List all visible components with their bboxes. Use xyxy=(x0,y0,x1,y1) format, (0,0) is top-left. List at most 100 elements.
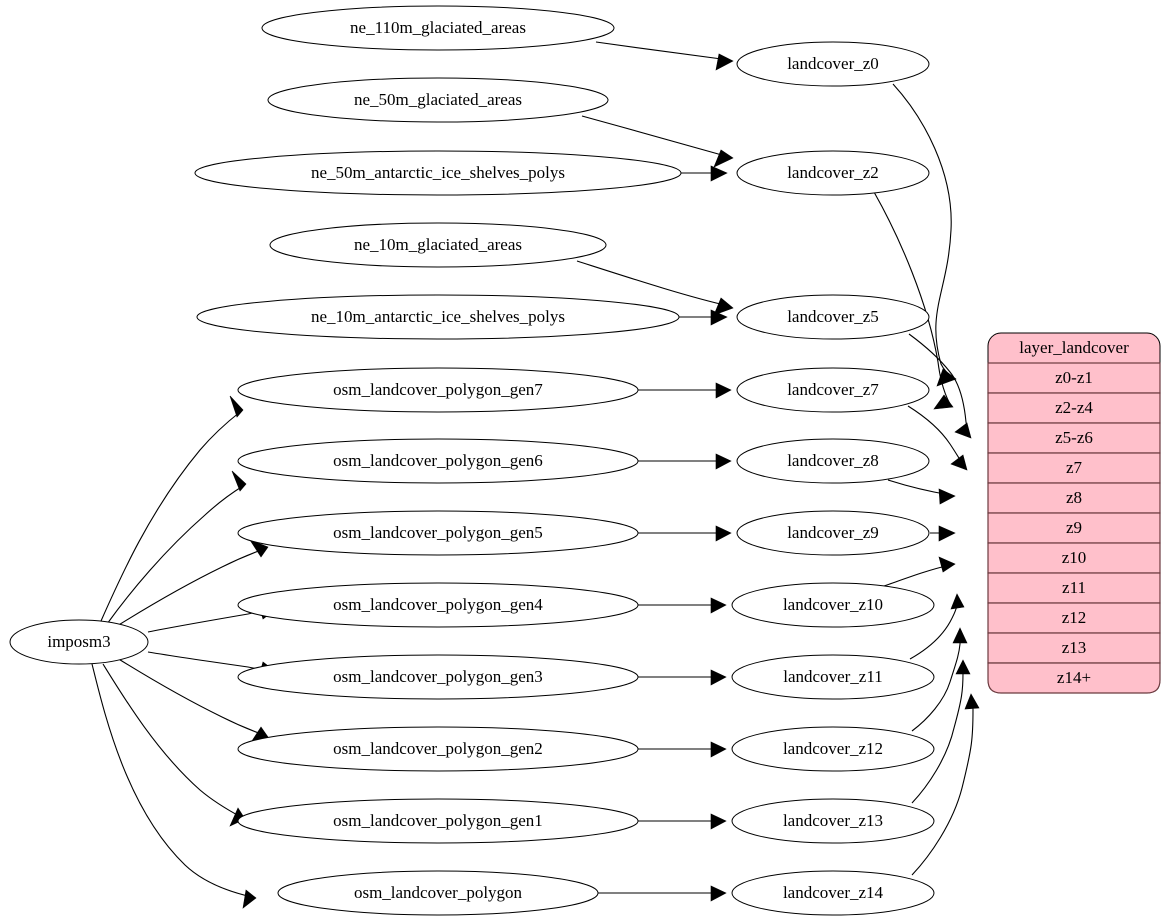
graph-node-landcover_z2[interactable]: landcover_z2 xyxy=(736,150,930,196)
arrowhead-icon xyxy=(710,165,728,182)
node-label: ne_50m_glaciated_areas xyxy=(354,90,522,109)
node-label: landcover_z13 xyxy=(783,811,883,830)
graph-edge xyxy=(637,741,727,758)
graph-node-landcover_z9[interactable]: landcover_z9 xyxy=(736,510,930,556)
table-row-label: z9 xyxy=(1066,518,1082,537)
graph-node-ne_50m_antarctic_ice_shelves_polys[interactable]: ne_50m_antarctic_ice_shelves_polys xyxy=(194,150,682,196)
graph-node-osm_landcover_polygon_gen5[interactable]: osm_landcover_polygon_gen5 xyxy=(237,510,639,556)
graph-node-osm_landcover_polygon_gen6[interactable]: osm_landcover_polygon_gen6 xyxy=(237,438,639,484)
edge-line xyxy=(883,564,951,587)
node-shape xyxy=(237,367,639,413)
graph-node-ne_10m_antarctic_ice_shelves_polys[interactable]: ne_10m_antarctic_ice_shelves_polys xyxy=(196,294,680,340)
table-row-cell xyxy=(987,362,1161,394)
table-row[interactable]: z8 xyxy=(987,482,1161,514)
table-row[interactable]: z11 xyxy=(987,572,1161,604)
graph-node-landcover_z7[interactable]: landcover_z7 xyxy=(736,367,930,413)
table-row-cell xyxy=(987,572,1161,604)
node-shape xyxy=(237,654,639,700)
graph-node-osm_landcover_polygon_gen3[interactable]: osm_landcover_polygon_gen3 xyxy=(237,654,639,700)
node-label: imposm3 xyxy=(47,632,110,651)
graph-edge xyxy=(638,453,732,470)
node-shape xyxy=(731,870,935,916)
node-label: osm_landcover_polygon_gen6 xyxy=(333,451,543,470)
graph-node-landcover_z5[interactable]: landcover_z5 xyxy=(736,294,930,340)
graph-edge xyxy=(907,405,968,471)
arrowhead-icon xyxy=(964,693,980,710)
node-label: landcover_z9 xyxy=(787,523,879,542)
arrowhead-icon xyxy=(229,395,244,418)
table-row-label: z8 xyxy=(1066,488,1082,507)
table-row[interactable]: z13 xyxy=(987,632,1161,664)
graph-node-ne_10m_glaciated_areas[interactable]: ne_10m_glaciated_areas xyxy=(269,222,607,268)
graph-node-osm_landcover_polygon_gen2[interactable]: osm_landcover_polygon_gen2 xyxy=(237,726,639,772)
graph-node-ne_110m_glaciated_areas[interactable]: ne_110m_glaciated_areas xyxy=(261,5,615,51)
graph-node-landcover_z8[interactable]: landcover_z8 xyxy=(736,438,930,484)
table-row[interactable]: z10 xyxy=(987,542,1161,574)
node-shape xyxy=(736,367,930,413)
graph-edge xyxy=(100,395,244,622)
graph-node-landcover_z10[interactable]: landcover_z10 xyxy=(731,582,935,628)
table-row-label: z7 xyxy=(1066,458,1083,477)
arrowhead-icon xyxy=(715,53,734,71)
node-shape xyxy=(731,654,935,700)
arrowhead-icon xyxy=(938,488,956,505)
graph-node-landcover_z12[interactable]: landcover_z12 xyxy=(731,726,935,772)
table-row[interactable]: z14+ xyxy=(987,662,1161,694)
node-shape xyxy=(194,150,682,196)
graph-node-osm_landcover_polygon_gen1[interactable]: osm_landcover_polygon_gen1 xyxy=(237,798,639,844)
graph-node-landcover_z13[interactable]: landcover_z13 xyxy=(731,798,935,844)
graph-edge xyxy=(597,885,727,902)
node-shape xyxy=(196,294,680,340)
table-row[interactable]: z9 xyxy=(987,512,1161,544)
graph-node-landcover_z14[interactable]: landcover_z14 xyxy=(731,870,935,916)
graph-edge xyxy=(911,659,971,804)
node-label: osm_landcover_polygon xyxy=(354,883,523,902)
graph-edge xyxy=(909,593,965,660)
graph-edge xyxy=(638,597,727,614)
arrowhead-icon xyxy=(229,807,246,827)
table-row[interactable]: z12 xyxy=(987,602,1161,634)
edge-line xyxy=(581,115,730,158)
graph-edge xyxy=(576,260,734,316)
node-label: ne_10m_glaciated_areas xyxy=(354,235,522,254)
graph-node-landcover_z0[interactable]: landcover_z0 xyxy=(736,41,930,87)
table-row[interactable]: z7 xyxy=(987,452,1161,484)
node-label: landcover_z2 xyxy=(787,163,879,182)
node-label: landcover_z14 xyxy=(783,883,884,902)
graph-node-landcover_z11[interactable]: landcover_z11 xyxy=(731,654,935,700)
table-row-label: z13 xyxy=(1062,638,1087,657)
graph-edge xyxy=(681,165,728,182)
arrowhead-icon xyxy=(231,470,247,492)
graph-node-osm_landcover_polygon[interactable]: osm_landcover_polygon xyxy=(277,870,599,916)
graph-edge xyxy=(638,525,732,542)
table-row[interactable]: z0-z1 xyxy=(987,362,1161,394)
table-row-cell xyxy=(987,602,1161,634)
node-shape xyxy=(261,5,615,51)
graph-node-imposm3[interactable]: imposm3 xyxy=(9,619,149,665)
graph-edge xyxy=(883,556,956,587)
node-label: osm_landcover_polygon_gen3 xyxy=(333,667,543,686)
graph-node-ne_50m_glaciated_areas[interactable]: ne_50m_glaciated_areas xyxy=(267,77,609,123)
arrowhead-icon xyxy=(249,539,269,558)
table-row-label: z2-z4 xyxy=(1055,398,1093,417)
table-row-cell xyxy=(987,542,1161,574)
node-label: landcover_z12 xyxy=(783,739,883,758)
table-row-cell xyxy=(987,392,1161,424)
table-row[interactable]: z5-z6 xyxy=(987,422,1161,454)
node-label: landcover_z11 xyxy=(783,667,882,686)
edge-line xyxy=(116,548,265,627)
graph-node-osm_landcover_polygon_gen4[interactable]: osm_landcover_polygon_gen4 xyxy=(237,582,639,628)
arrowhead-icon xyxy=(713,297,734,316)
graph-edge xyxy=(91,663,257,909)
edge-line xyxy=(100,411,241,622)
graph-node-osm_landcover_polygon_gen7[interactable]: osm_landcover_polygon_gen7 xyxy=(237,367,639,413)
table-row-label: z11 xyxy=(1062,578,1086,597)
table-row-label: z14+ xyxy=(1057,668,1091,687)
arrowhead-icon xyxy=(954,422,972,439)
table-row[interactable]: z2-z4 xyxy=(987,392,1161,424)
node-shape xyxy=(237,438,639,484)
edge-line xyxy=(873,191,951,405)
table-row-cell xyxy=(987,512,1161,544)
